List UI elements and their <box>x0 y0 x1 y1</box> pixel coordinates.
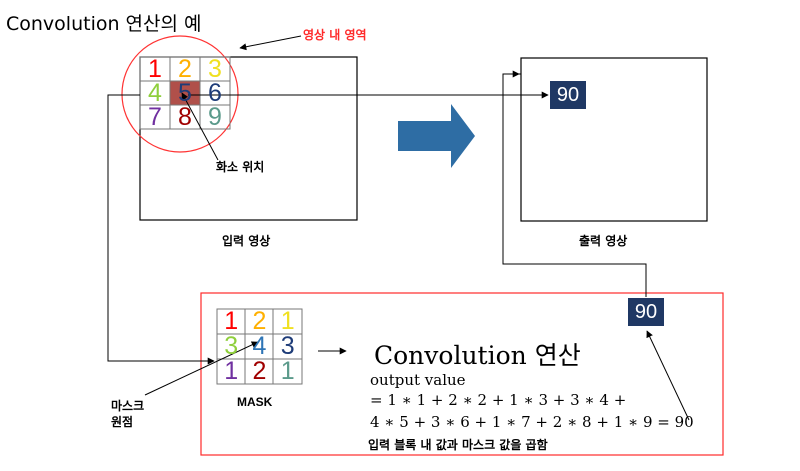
input-cell-6: 6 <box>208 79 222 107</box>
mask-cell-7: 1 <box>224 357 239 385</box>
result-arrow <box>646 330 690 421</box>
region-label-arrow <box>239 35 302 51</box>
region-circle <box>121 35 239 153</box>
input-grid-lines <box>139 56 231 130</box>
output-value-box-bottom <box>628 298 664 326</box>
input-cell-7: 7 <box>148 103 162 131</box>
mask-cell-3: 1 <box>280 307 295 335</box>
output-value-top: 90 <box>556 84 580 106</box>
output-value-box-top <box>550 81 586 109</box>
input-cell-9: 9 <box>208 103 222 131</box>
mask-cell-5: 4 <box>252 332 267 360</box>
output-image-label: 출력 영상 <box>579 234 628 248</box>
mask-cell-1: 1 <box>224 307 239 335</box>
input-image-label: 입력 영상 <box>222 234 271 248</box>
input-cell-1: 1 <box>148 55 162 83</box>
input-cell-2: 2 <box>178 55 192 83</box>
mask-origin-label-line1: 마스크 <box>111 399 145 413</box>
input-cell-8: 8 <box>178 103 192 131</box>
mask-cell-9: 1 <box>280 357 295 385</box>
equation-line-2: 4 ∗ 5 + 3 ∗ 6 + 1 ∗ 7 + 2 ∗ 8 + 1 ∗ 9 = … <box>370 413 694 431</box>
input-to-mask-connector <box>107 94 215 365</box>
big-blue-arrow <box>398 104 475 168</box>
convolution-frame <box>200 292 724 456</box>
output-image-frame <box>520 57 708 222</box>
mask-grid-lines <box>216 308 303 385</box>
mask-cell-4: 3 <box>224 332 239 360</box>
input-cell-4: 4 <box>148 79 162 107</box>
mask-cell-2: 2 <box>252 307 267 335</box>
output-value-bottom: 90 <box>634 301 658 323</box>
pixel-position-arrow <box>181 92 219 161</box>
mask-caption: MASK <box>237 395 273 409</box>
mask-cell-6: 3 <box>280 332 295 360</box>
equation-line-1: = 1 ∗ 1 + 2 ∗ 2 + 1 ∗ 3 + 3 ∗ 4 + <box>370 391 627 409</box>
pixel-position-label: 화소 위치 <box>216 160 265 174</box>
input-cell-3: 3 <box>208 55 222 83</box>
input-image-frame <box>139 56 358 221</box>
input-cell-5: 5 <box>178 79 192 107</box>
mask-origin-arrow <box>144 341 259 396</box>
region-label: 영상 내 영역 <box>303 28 367 42</box>
output-value-label: output value <box>370 371 466 389</box>
mask-cell-8: 2 <box>252 357 267 385</box>
multiply-note: 입력 블록 내 값과 마스크 값을 곱함 <box>368 438 548 452</box>
page-title: Convolution 연산의 예 <box>6 13 202 35</box>
convolution-title: Convolution 연산 <box>374 341 581 370</box>
mask-origin-label-line2: 원점 <box>111 415 134 429</box>
